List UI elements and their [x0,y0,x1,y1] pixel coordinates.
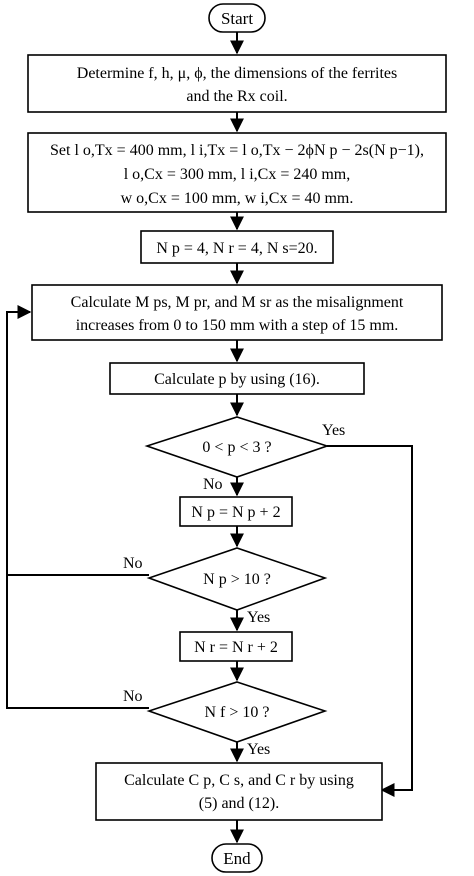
box2-line3: w o,Cx = 100 mm, w i,Cx = 40 mm. [121,190,354,207]
box2-line1: Set l o,Tx = 400 mm, l i,Tx = l o,Tx − 2… [50,142,424,159]
determine-parameters-box [27,54,447,113]
box8-line1: Calculate C p, C s, and C r by using [124,772,354,789]
box2-line2: l o,Cx = 300 mm, l i,Cx = 240 mm, [124,166,351,183]
start-terminal [208,3,266,33]
decision2-no-label: No [123,555,143,572]
box4-line2: increases from 0 to 150 mm with a step o… [76,317,399,334]
box4-line1: Calculate M ps, M pr, and M sr as the mi… [71,294,404,311]
decision1-no-label: No [203,476,223,493]
increment-nr-box [179,631,293,662]
box1-line2: and the Rx coil. [186,88,287,105]
decision-p-range [144,416,330,478]
end-label: End [223,849,251,868]
decision3-no-label: No [123,688,143,705]
end-terminal [211,843,263,873]
arrow-decision1-yes [327,445,413,797]
decision-np-limit [146,547,328,611]
increment-np-box [179,496,293,527]
decision2-yes-label: Yes [247,609,270,626]
calculate-capacitors-box [95,762,383,821]
decision-nf-limit [146,681,328,743]
initial-turns-box [140,230,334,264]
box3-text: N p = 4, N r = 4, N s=20. [156,240,317,257]
box5-text: Calculate p by using (16). [154,371,320,388]
start-label: Start [221,9,253,28]
box7-text: N r = N r + 2 [194,639,278,656]
calculate-mutual-inductance-box [31,284,443,341]
connectors [6,32,413,844]
box1-line1: Determine f, h, μ, ϕ, the dimensions of … [77,65,397,82]
arrow-decision3-no-loop [6,305,149,709]
box6-text: N p = N p + 2 [191,504,280,521]
decision1-yes-label: Yes [322,422,345,439]
decision1-text: 0 < p < 3 ? [202,439,271,456]
box8-line2: (5) and (12). [199,795,279,812]
decision2-text: N p > 10 ? [203,571,271,588]
decision3-yes-label: Yes [247,741,270,758]
decision3-text: N f > 10 ? [204,704,269,721]
set-dimensions-box [27,132,447,213]
calculate-p-box [109,362,365,395]
